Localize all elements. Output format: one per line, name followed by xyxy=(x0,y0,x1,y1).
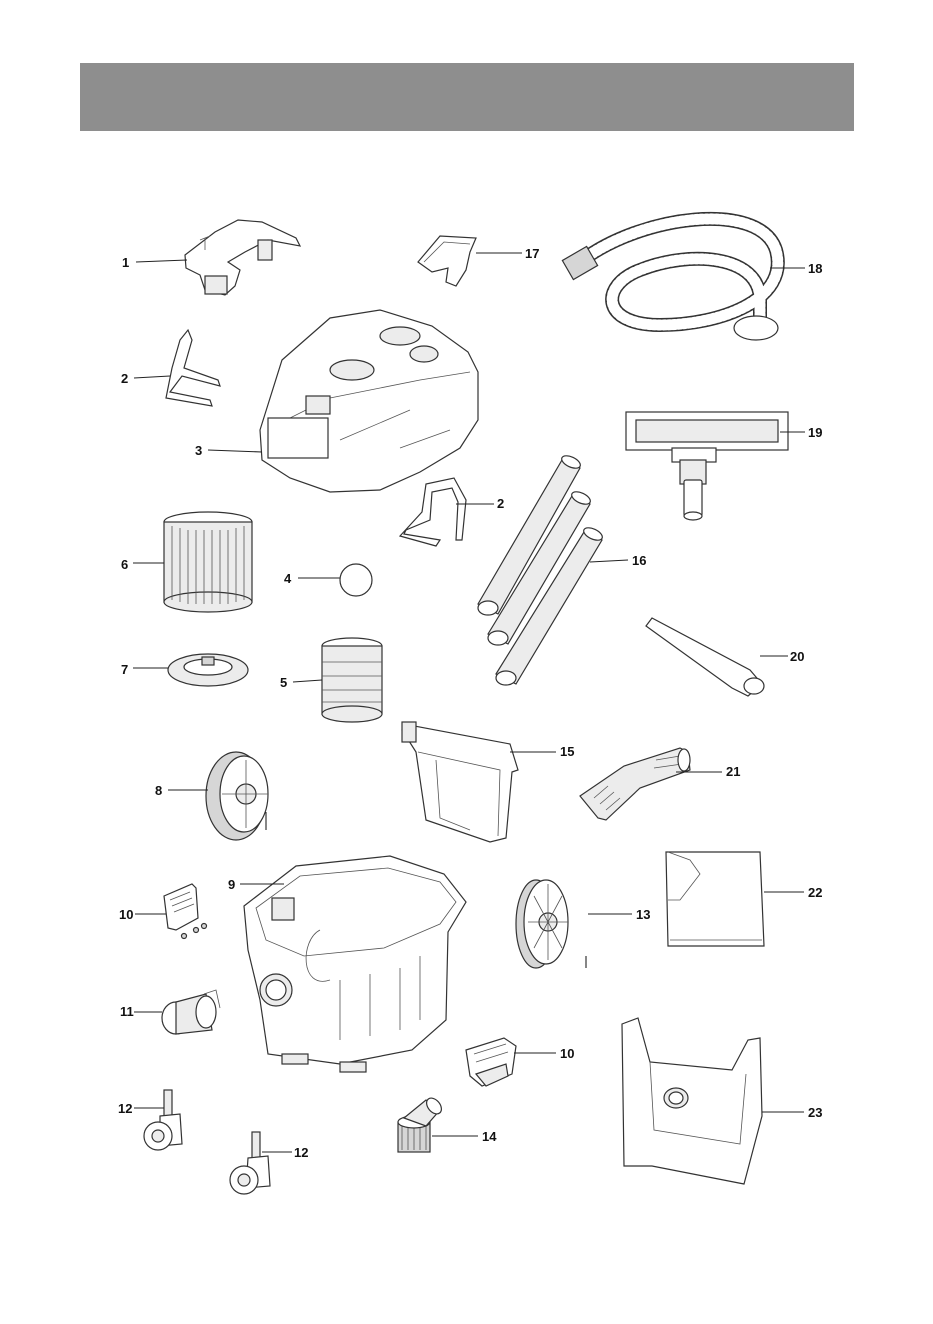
label-21: 21 xyxy=(726,764,740,779)
label-4: 4 xyxy=(284,571,292,586)
part-12-castor-left xyxy=(144,1090,182,1150)
part-17-upholstery-nozzle xyxy=(418,236,476,286)
part-15-accessory-holder xyxy=(402,722,518,842)
label-13: 13 xyxy=(636,907,650,922)
part-5-filter-holder xyxy=(322,638,382,722)
part-14-outlet-adapter xyxy=(398,1095,444,1152)
part-23-dust-bag xyxy=(622,1018,762,1184)
label-16: 16 xyxy=(632,553,646,568)
part-10-latch-right xyxy=(466,1038,516,1086)
label-23: 23 xyxy=(808,1105,822,1120)
part-10-latch-left xyxy=(164,884,207,939)
part-3-motor-head xyxy=(260,310,478,492)
part-2-clip-upper xyxy=(166,330,220,406)
part-9-tank xyxy=(244,856,466,1072)
label-12b: 12 xyxy=(294,1145,308,1160)
part-21-brush-nozzle xyxy=(580,748,690,820)
label-20: 20 xyxy=(790,649,804,664)
label-18: 18 xyxy=(808,261,822,276)
part-6-cartridge-filter xyxy=(164,512,252,612)
label-15: 15 xyxy=(560,744,574,759)
label-11: 11 xyxy=(120,1004,134,1019)
part-8-rear-wheel xyxy=(206,752,268,840)
part-2-clip-lower xyxy=(400,478,466,546)
label-2a: 2 xyxy=(121,371,128,386)
label-17: 17 xyxy=(525,246,539,261)
part-7-filter-cover xyxy=(168,654,248,686)
label-22: 22 xyxy=(808,885,822,900)
label-19: 19 xyxy=(808,425,822,440)
label-9: 9 xyxy=(228,877,235,892)
label-1: 1 xyxy=(122,255,129,270)
label-6: 6 xyxy=(121,557,128,572)
part-20-crevice-tool xyxy=(646,618,764,696)
part-4-float-ball xyxy=(340,564,372,596)
part-22-paper-bag xyxy=(666,852,764,946)
label-10b: 10 xyxy=(560,1046,574,1061)
part-18-hose xyxy=(562,219,778,340)
label-3: 3 xyxy=(195,443,202,458)
label-12a: 12 xyxy=(118,1101,132,1116)
part-1-handle xyxy=(185,220,300,295)
label-8: 8 xyxy=(155,783,162,798)
part-13-wheel xyxy=(516,880,586,968)
label-10a: 10 xyxy=(119,907,133,922)
label-5: 5 xyxy=(280,675,287,690)
part-19-floor-nozzle xyxy=(626,412,788,520)
label-7: 7 xyxy=(121,662,128,677)
part-16-extension-tubes xyxy=(478,453,604,685)
part-11-hose-connector xyxy=(162,990,220,1034)
label-14: 14 xyxy=(482,1129,497,1144)
part-12-castor-right xyxy=(230,1132,270,1194)
label-2b: 2 xyxy=(497,496,504,511)
